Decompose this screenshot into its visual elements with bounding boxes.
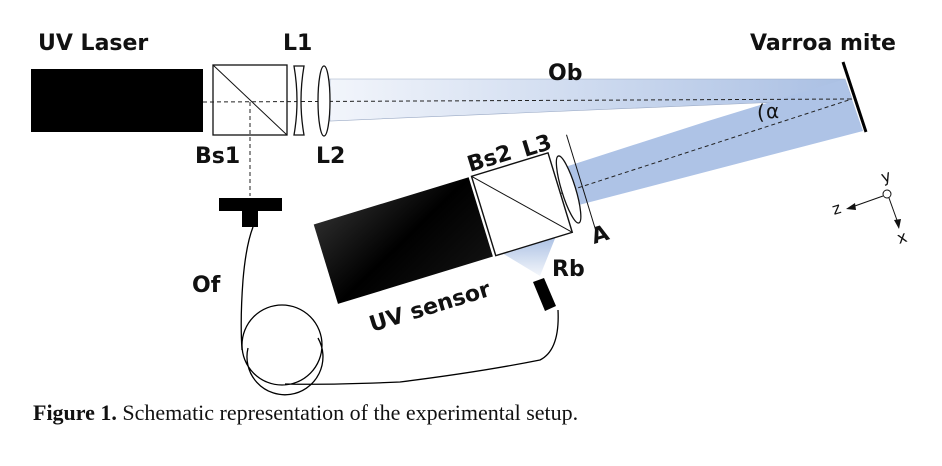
setup-diagram: UV Laser L1 Bs1 L2 Ob Varroa mite ( α Bs… [31, 31, 910, 396]
return-beam [562, 79, 863, 207]
axis-y-origin [882, 189, 892, 199]
caption-prefix: Figure 1. [33, 400, 117, 425]
caption-text: Schematic representation of the experime… [122, 400, 579, 425]
bs1-diagonal [212, 64, 288, 136]
label-of: Of [192, 273, 221, 298]
uv-sensor-body [313, 177, 493, 304]
uv-laser-body [31, 69, 203, 132]
rb-detector [533, 278, 556, 311]
optical-fiber [240, 226, 559, 396]
alpha-bracket: ( [757, 100, 765, 124]
coordinate-axes: y z x [830, 166, 910, 248]
aperture-a [566, 134, 598, 237]
label-l2: L2 [316, 144, 345, 169]
axis-x-line [888, 197, 899, 224]
lens-l3 [555, 155, 582, 224]
bs2-diagonal [471, 175, 573, 233]
figure-caption: Figure 1. Schematic representation of th… [33, 400, 578, 426]
label-axis-y: y [879, 166, 894, 187]
label-axis-x: x [895, 227, 910, 248]
label-axis-z: z [830, 198, 844, 219]
lens-l2 [317, 65, 331, 137]
reference-beam-rb [497, 236, 556, 276]
lens-l1 [293, 65, 305, 136]
label-bs1: Bs1 [195, 144, 240, 169]
label-varroa-mite: Varroa mite [750, 31, 896, 56]
label-rb: Rb [552, 257, 585, 282]
axis-x-arrow [894, 219, 901, 229]
reference-detector-stem [242, 211, 258, 227]
label-alpha: α [766, 99, 779, 123]
label-ob: Ob [548, 61, 582, 86]
label-l1: L1 [283, 31, 312, 56]
reference-detector [219, 198, 282, 211]
label-a: A [588, 221, 612, 250]
axis-z-line [851, 195, 884, 208]
optical-axis [202, 98, 853, 103]
varroa-mite-target [841, 61, 868, 133]
axis-z-arrow [846, 203, 856, 210]
label-uv-laser: UV Laser [38, 31, 148, 56]
